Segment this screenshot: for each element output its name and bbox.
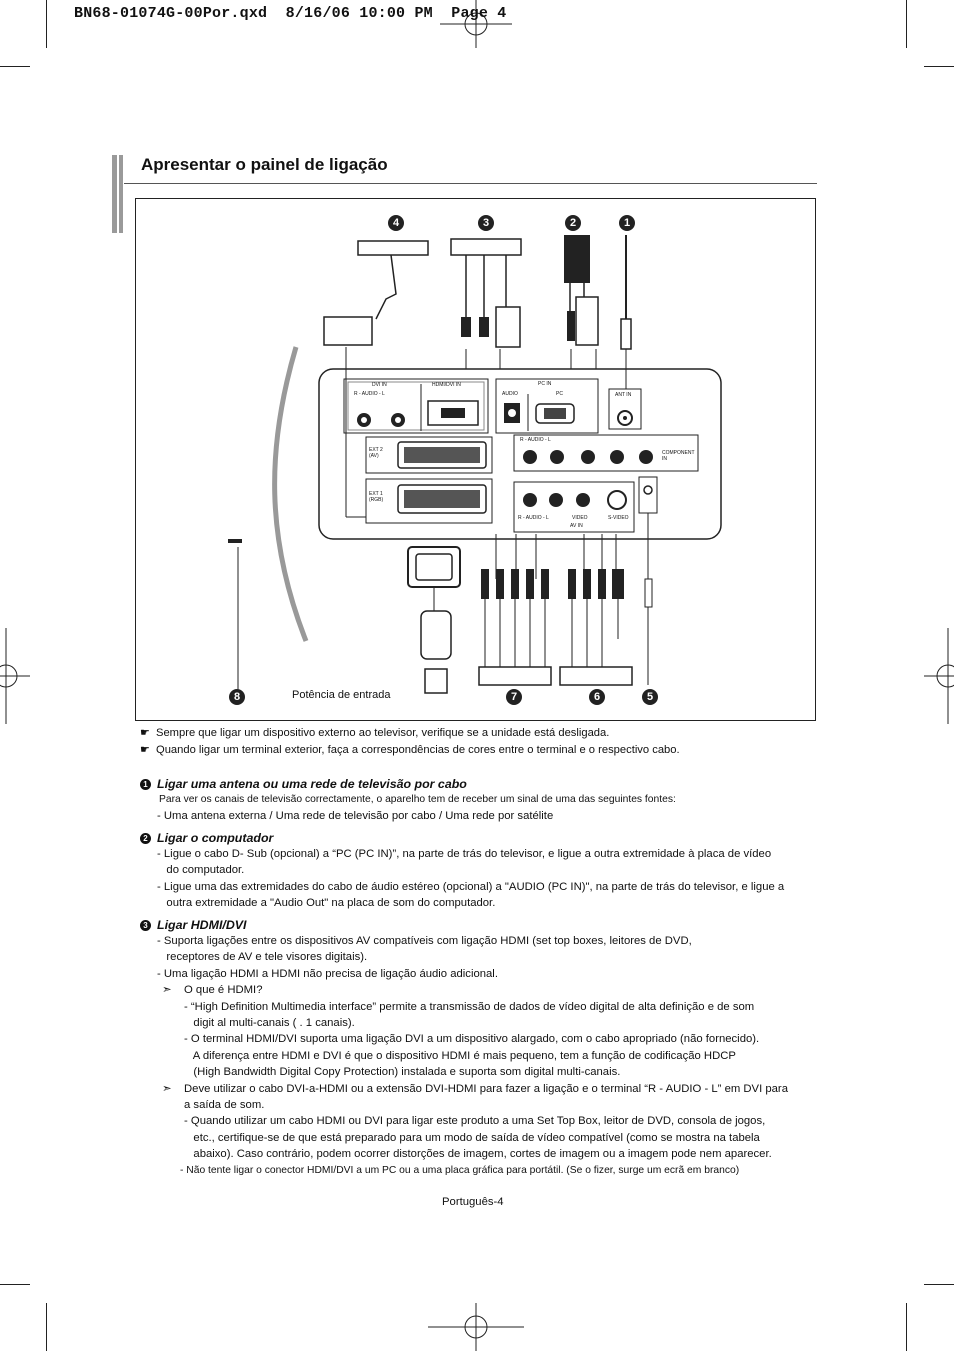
section-line: abaixo). Caso contrário, podem ocorrer d… <box>184 1148 772 1161</box>
section-line: - Uma antena externa / Uma rede de telev… <box>157 810 554 823</box>
crop-mark <box>0 66 30 67</box>
section-line: - Ligue uma das extremidades do cabo de … <box>157 880 785 893</box>
section-line: - Suporta ligações entre os dispositivos… <box>157 935 692 947</box>
connection-panel-figure: 4 3 2 1 8 7 6 5 DVI IN HDMI/DVI IN R - A… <box>135 198 816 721</box>
section-antenna: 1 Ligar uma antena ou uma rede de televis… <box>140 777 676 825</box>
pointing-hand-icon: ☛ <box>140 727 150 739</box>
section-title: Ligar uma antena ou uma rede de televisã… <box>157 777 467 791</box>
callout-6: 6 <box>589 689 605 705</box>
crop-mark <box>924 66 954 67</box>
title-accent-bar <box>119 155 123 233</box>
section-line: A diferença entre HDMI e DVI é que o dis… <box>184 1049 736 1062</box>
callout-3: 3 <box>478 215 494 231</box>
note-item: ☛Quando ligar um terminal exterior, faça… <box>140 742 680 759</box>
section-line: - Uma ligação HDMI a HDMI não precisa de… <box>157 967 498 980</box>
label-component-in: COMPONENT IN <box>662 450 695 462</box>
arrow-icon: ➣ <box>162 1082 172 1095</box>
section-line: do computador. <box>157 864 245 877</box>
label-ant-in: ANT IN <box>615 392 632 398</box>
label-pc: PC <box>556 391 563 397</box>
section-line: Para ver os canais de televisão correcta… <box>159 794 676 805</box>
label-pc-in: PC IN <box>538 381 552 387</box>
section-line: a saída de som. <box>184 1099 265 1112</box>
section-line: digit al multi-canais ( . 1 canais). <box>184 1017 355 1030</box>
registration-mark-left <box>0 628 30 724</box>
section-line: - Quando utilizar um cabo HDMI ou DVI pa… <box>184 1115 766 1128</box>
label-s-video: S-VIDEO <box>608 515 629 521</box>
label-video: VIDEO <box>572 515 588 521</box>
section-line: etc., certifique-se de que está preparad… <box>184 1131 760 1144</box>
section-line: - Ligue o cabo D- Sub (opcional) a “PC (… <box>157 848 772 860</box>
section-line: - Não tente ligar o conector HDMI/DVI a … <box>180 1164 740 1176</box>
section-line: - “High Definition Multimedia interface”… <box>184 1000 755 1013</box>
callout-4: 4 <box>388 215 404 231</box>
callout-5: 5 <box>642 689 658 705</box>
section-line: receptores de AV e tele visores digitais… <box>157 951 368 964</box>
section-line: ➣Deve utilizar o cabo DVI-a-HDMI ou a ex… <box>162 1081 788 1097</box>
label-dvi-in: DVI IN <box>372 382 387 388</box>
callout-1: 1 <box>619 215 635 231</box>
callout-7: 7 <box>506 689 522 705</box>
crop-mark <box>906 0 907 48</box>
crop-mark <box>924 1284 954 1285</box>
section-title: Ligar o computador <box>157 831 274 845</box>
label-hdmi-dvi-in: HDMI/DVI IN <box>432 382 461 388</box>
section-computer: 2 Ligar o computador - Ligue o cabo D- Su… <box>140 831 784 912</box>
section-line: ➣O que é HDMI? <box>162 982 788 998</box>
label-av-audio: R - AUDIO - L <box>518 515 549 521</box>
label-audio: AUDIO <box>502 391 518 397</box>
label-dvi-audio: R - AUDIO - L <box>354 391 385 397</box>
crop-mark <box>906 1303 907 1351</box>
arrow-icon: ➣ <box>162 984 172 997</box>
page-number: Português-4 <box>442 1196 504 1208</box>
registration-mark-top <box>440 0 512 48</box>
page-title: Apresentar o painel de ligação <box>141 155 388 174</box>
section-number-icon: 3 <box>140 919 151 931</box>
section-hdmi: 3 Ligar HDMI/DVI - Suporta ligações entre… <box>140 918 788 1179</box>
section-line: - O terminal HDMI/DVI suporta uma ligaçã… <box>184 1033 760 1046</box>
crop-mark <box>46 1303 47 1351</box>
callout-2: 2 <box>565 215 581 231</box>
callout-8: 8 <box>229 689 245 705</box>
file-header: BN68-01074G-00Por.qxd 8/16/06 10:00 PM P… <box>74 5 507 22</box>
power-input-caption: Potência de entrada <box>292 689 391 701</box>
section-line: (High Bandwidth Digital Copy Protection)… <box>184 1066 621 1079</box>
notes: ☛Sempre que ligar um dispositivo externo… <box>140 725 680 759</box>
connection-diagram <box>228 235 722 694</box>
label-ext2: EXT 2 (AV) <box>369 447 383 459</box>
label-ext1: EXT 1 (RGB) <box>369 491 384 503</box>
section-number-icon: 2 <box>140 832 151 844</box>
label-av-in: AV IN <box>570 523 583 529</box>
title-divider <box>124 183 817 184</box>
section-line: outra extremidade a "Audio Out" na placa… <box>157 897 496 910</box>
registration-mark-bottom <box>428 1303 524 1351</box>
section-number-icon: 1 <box>140 778 151 790</box>
label-component-audio: R - AUDIO - L <box>520 437 551 443</box>
crop-mark <box>46 0 47 48</box>
title-accent-bar <box>112 155 117 233</box>
crop-mark <box>0 1284 30 1285</box>
registration-mark-right <box>924 628 954 724</box>
section-title: Ligar HDMI/DVI <box>157 918 247 932</box>
pointing-hand-icon: ☛ <box>140 744 150 756</box>
note-item: ☛Sempre que ligar um dispositivo externo… <box>140 725 680 742</box>
